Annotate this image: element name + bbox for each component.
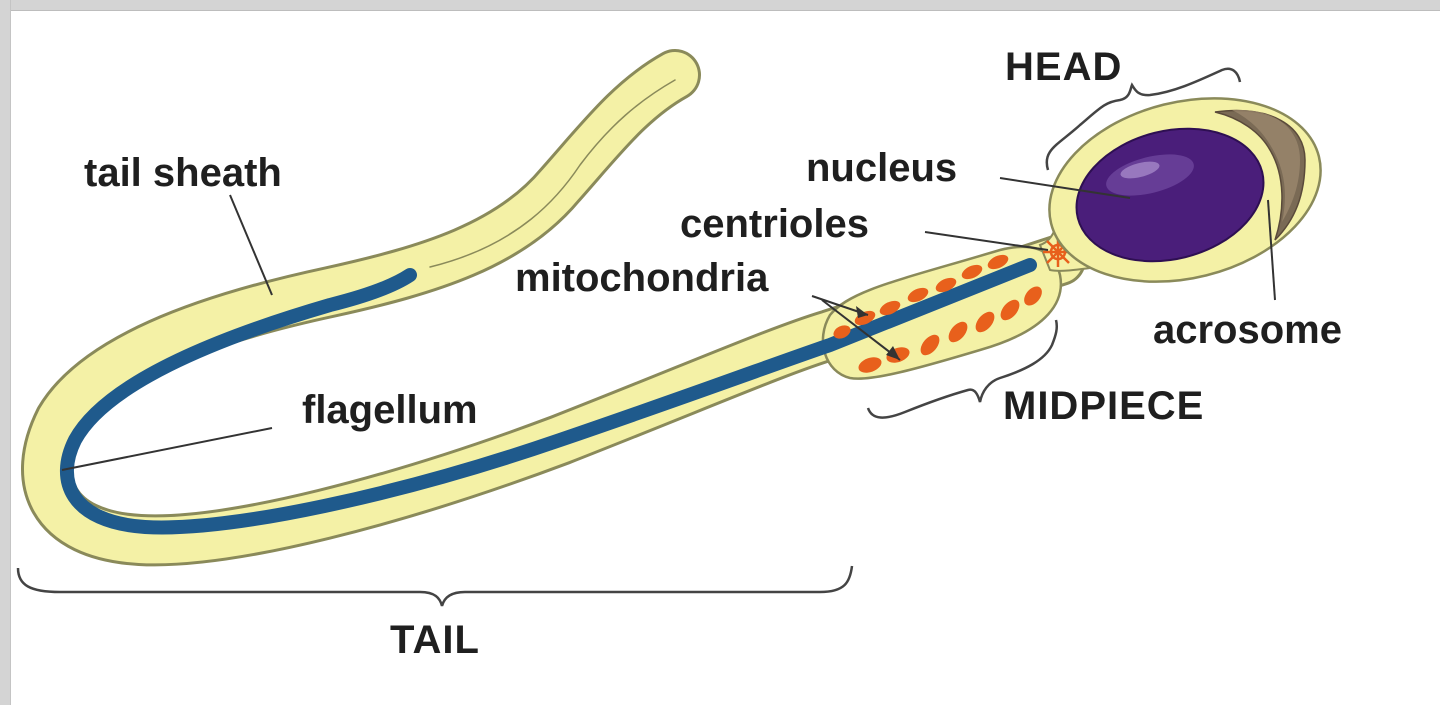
- window-left-border: [0, 0, 11, 705]
- flagellum-label: flagellum: [302, 388, 478, 432]
- nucleus: [1075, 127, 1265, 263]
- mitochondria-leader-2: [821, 299, 901, 361]
- brackets: [16, 67, 1242, 607]
- tail-tip: [425, 70, 680, 267]
- flagellum-leader: [61, 427, 273, 471]
- tail-sheath-label: tail sheath: [84, 151, 282, 195]
- centrioles-label: centrioles: [680, 202, 869, 246]
- mitochondria-arrowheads: [856, 306, 900, 360]
- head-label: HEAD: [1005, 45, 1123, 89]
- acrosome-label: acrosome: [1153, 308, 1342, 352]
- flagellum: [60, 258, 1037, 535]
- midpiece-label: MIDPIECE: [1003, 384, 1205, 428]
- centrioles-leader: [924, 231, 1049, 251]
- tail-bracket: [16, 565, 854, 607]
- window-top-border: [0, 0, 1440, 11]
- mitochondria-group: [833, 254, 1042, 373]
- leader-lines: [61, 177, 1276, 471]
- nucleus-label: nucleus: [806, 146, 958, 190]
- head-bracket: [1045, 67, 1242, 171]
- nucleus-leader: [999, 177, 1131, 199]
- tail-sheath-leader: [229, 194, 273, 296]
- midpiece-bracket: [866, 319, 1059, 419]
- acrosome-leader: [1267, 199, 1276, 301]
- tail-label: TAIL: [390, 618, 480, 662]
- mitochondria-label: mitochondria: [515, 256, 769, 300]
